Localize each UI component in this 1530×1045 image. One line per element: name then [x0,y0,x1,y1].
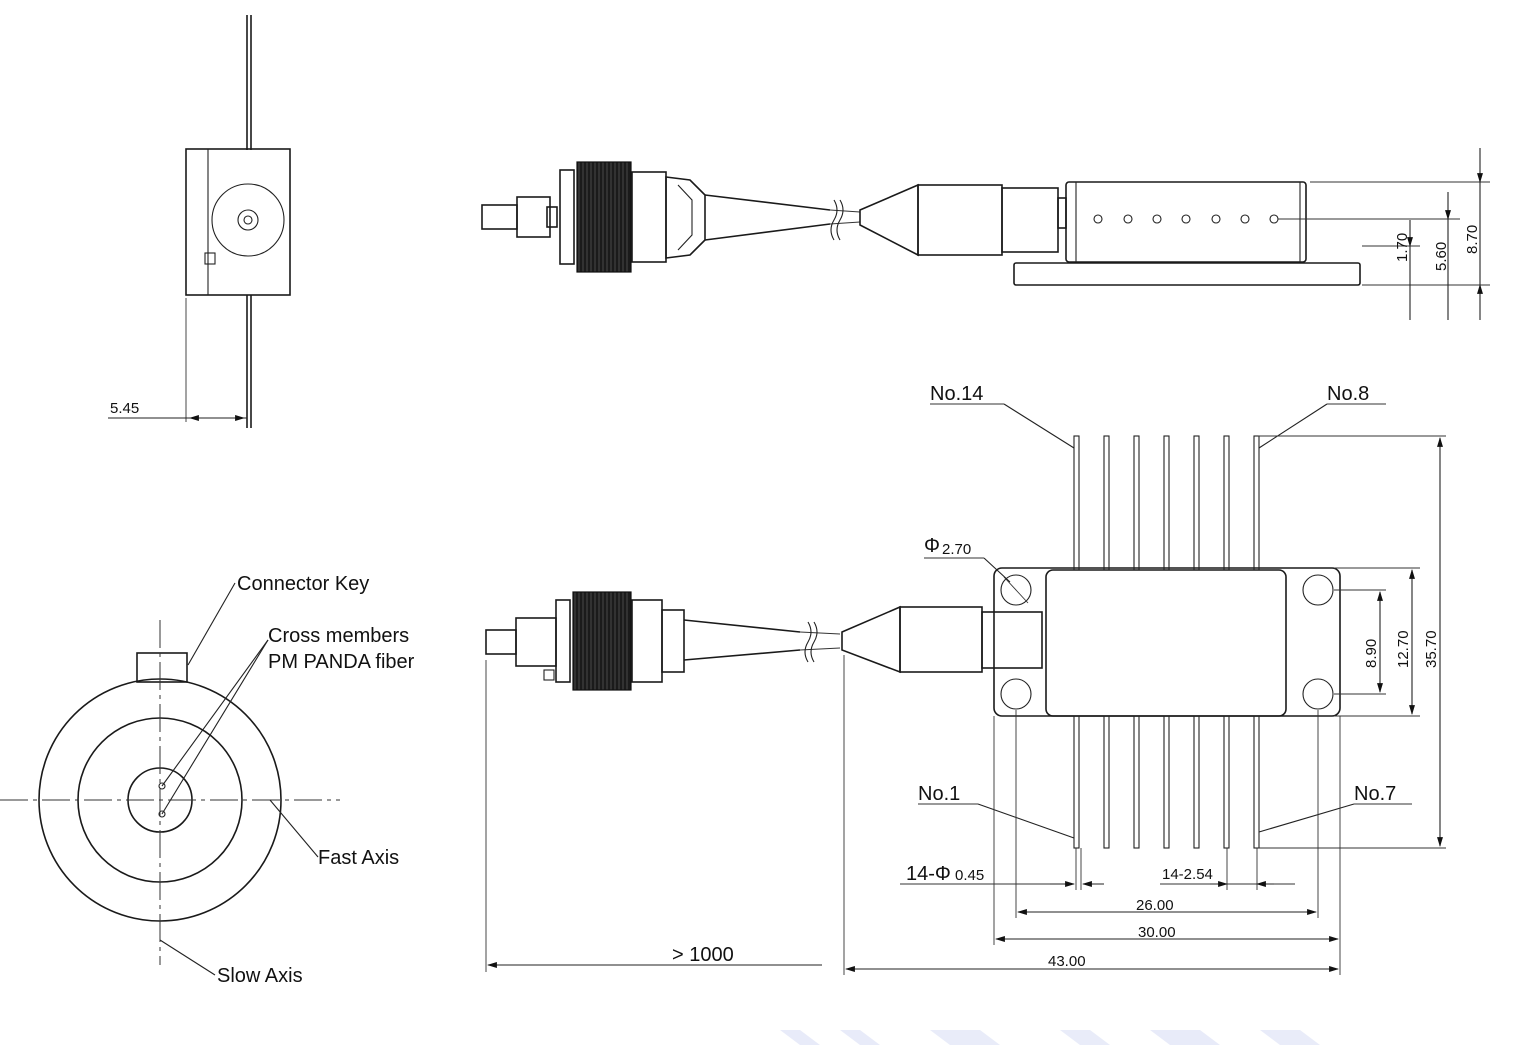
dim-35-70: 35.70 [1423,630,1440,668]
dim-hole-symbol: Φ [924,535,940,557]
label-fast-axis: Fast Axis [318,847,399,869]
dim-43-00: 43.00 [1048,953,1086,970]
dim-30-00: 30.00 [1138,924,1176,941]
side-view: 1.70 5.60 8.70 [481,148,1490,320]
dim-5-60: 5.60 [1433,242,1450,271]
label-pm-panda-fiber: PM PANDA fiber [268,651,415,673]
dim-8-70: 8.70 [1464,225,1481,254]
label-no1: No.1 [918,783,960,805]
pin-holes [1093,214,1279,224]
pins-bottom [1073,715,1260,849]
watermark [780,1030,1320,1045]
pins-top [1073,435,1260,571]
label-slow-axis: Slow Axis [217,965,303,987]
end-view: 5.45 [108,15,291,428]
dim-hole-diameter: 2.70 [942,541,971,558]
top-view: No.14 No.8 No.1 No.7 Φ 2.70 8.90 12.70 3… [485,383,1446,975]
dim-pin-prefix: 14-Φ [906,863,951,885]
dim-1-70: 1.70 [1394,233,1411,262]
label-no14: No.14 [930,383,983,405]
dim-26-00: 26.00 [1136,897,1174,914]
dim-pin-pitch: 14-2.54 [1162,866,1213,883]
dim-8-90: 8.90 [1363,639,1380,668]
label-cross-members: Cross members [268,625,409,647]
dim-5-45: 5.45 [110,400,139,417]
label-no7: No.7 [1354,783,1396,805]
dim-fiber-length: > 1000 [672,944,734,966]
dim-12-70: 12.70 [1395,630,1412,668]
label-connector-key: Connector Key [237,573,369,595]
connector-face: Connector Key Cross members PM PANDA fib… [0,573,415,987]
dim-pin-diameter: 0.45 [955,867,984,884]
label-no8: No.8 [1327,383,1369,405]
